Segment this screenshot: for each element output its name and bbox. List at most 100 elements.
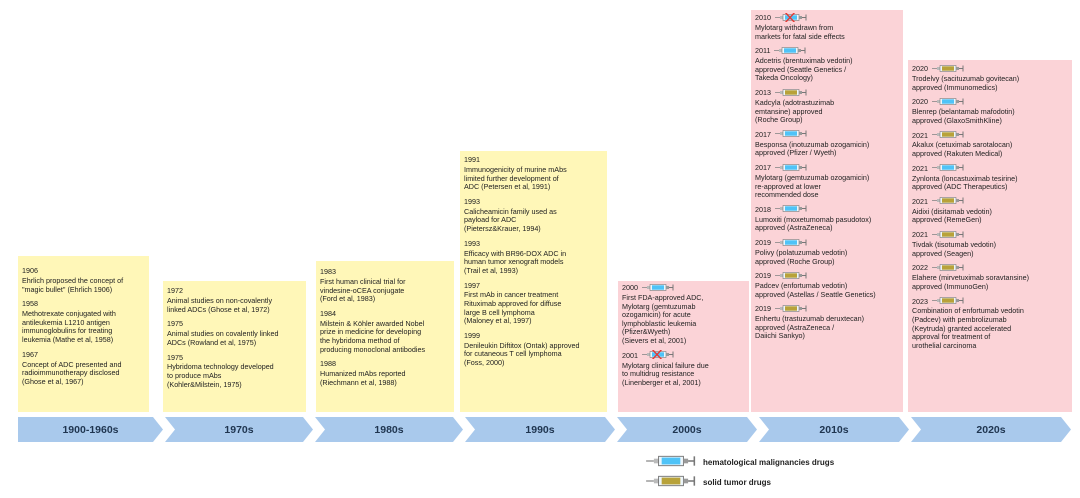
timeline-segment: 2010s: [759, 417, 909, 442]
entry-year-line: 2017: [755, 163, 899, 174]
entry-text: Animal studies on covalently linked ADCs…: [167, 329, 279, 347]
entry-text: Denileukin Diftitox (Ontak) approved for…: [464, 340, 580, 367]
entry-year: 1906: [22, 266, 38, 276]
entry-year: 2017: [755, 163, 771, 173]
entry-year-line: 2020: [912, 97, 1068, 108]
entry-year-line: 1975: [167, 319, 302, 330]
entry-text: Combination of enfortumab vedotin (Padce…: [912, 306, 1024, 350]
syringe-icon: [775, 163, 807, 175]
timeline-entry: 2019 Polivy (polatuzumab vedotin) approv…: [755, 238, 899, 266]
timeline-segment: 2020s: [911, 417, 1071, 442]
crossed-syringe-icon: [775, 10, 807, 25]
timeline-segment: 1970s: [165, 417, 313, 442]
entry-year-line: 1958: [22, 299, 145, 310]
entry-year-line: 2010: [755, 10, 899, 25]
entry-year-line: 1997: [464, 280, 603, 291]
timeline-entry: 2020 Blenrep (belantamab mafodotin) appr…: [912, 97, 1068, 125]
entry-text: Lumoxiti (moxetumomab pasudotox) approve…: [755, 214, 872, 233]
entry-year-line: 2019: [755, 271, 899, 282]
entry-year: 2020: [912, 64, 928, 74]
entry-year: 1983: [320, 267, 336, 277]
entry-year-line: 2018: [755, 205, 899, 216]
entry-text: Mylotarg clinical failure due to multidr…: [622, 360, 709, 387]
entry-year-line: 1967: [22, 350, 145, 361]
timeline-entry: 2010 Mylotarg withdrawn from markets for…: [755, 10, 899, 41]
entry-year-line: 2019: [755, 304, 899, 315]
entry-year: 1958: [22, 299, 38, 309]
entry-year: 2020: [912, 97, 928, 107]
entry-year: 1967: [22, 349, 38, 359]
entry-year: 1988: [320, 359, 336, 369]
entry-text: Animal studies on non-covalently linked …: [167, 296, 273, 314]
entry-year-line: 2011: [755, 46, 899, 57]
period-label: 1980s: [374, 423, 404, 436]
entry-text: Zynlonta (loncastuximab tesirine) approv…: [912, 173, 1018, 192]
crossed-syringe-icon: [642, 347, 674, 362]
syringe-icon: [642, 283, 674, 295]
syringe-icon: [775, 238, 807, 250]
entry-year: 2018: [755, 204, 771, 214]
entry-year: 1997: [464, 280, 480, 290]
entry-year: 1975: [167, 319, 183, 329]
syringe-icon: [932, 296, 964, 308]
entry-year: 2021: [912, 196, 928, 206]
entry-text: Blenrep (belantamab mafodotin) approved …: [912, 107, 1015, 125]
timeline-entry: 2019 Enhertu (trastuzumab deruxtecan) ap…: [755, 304, 899, 341]
entry-text: Tivdak (tisotumab vedotin) approved (Sea…: [912, 239, 997, 258]
entry-year: 2013: [755, 88, 771, 98]
period-label: 2000s: [672, 423, 702, 436]
entry-year-line: 2023: [912, 296, 1068, 307]
period-label: 1970s: [224, 423, 254, 436]
entry-text: Polivy (polatuzumab vedotin) approved (R…: [755, 247, 848, 266]
entry-text: Padcev (enfortumab vedotin) approved (As…: [755, 281, 876, 299]
entry-text: Humanized mAbs reported (Riechmann et al…: [320, 369, 406, 387]
timeline-entry: 2021 Aidixi (disitamab vedotin) approved…: [912, 197, 1068, 225]
entry-year: 2019: [755, 271, 771, 281]
entry-year-line: 1975: [167, 352, 302, 363]
timeline-segment: 1980s: [315, 417, 463, 442]
syringe-icon: [775, 271, 807, 283]
entry-year-line: 2013: [755, 88, 899, 99]
timeline-entry: 2023 Combination of enfortumab vedotin (…: [912, 296, 1068, 350]
entry-year: 1993: [464, 196, 480, 206]
syringe-icon: [645, 454, 697, 470]
entry-year: 2019: [755, 238, 771, 248]
entry-year-line: 2001: [622, 347, 745, 362]
entry-text: Enhertu (trastuzumab deruxtecan) approve…: [755, 314, 865, 341]
syringe-icon: [775, 88, 807, 100]
entry-year: 1993: [464, 238, 480, 248]
entry-text: Hybridoma technology developed to produc…: [167, 362, 274, 389]
entry-year: 1999: [464, 330, 480, 340]
syringe-icon: [775, 304, 807, 316]
legend-item-heme: hematological malignancies drugs: [645, 452, 834, 472]
period-label: 2020s: [976, 423, 1006, 436]
entry-year: 2021: [912, 163, 928, 173]
entry-text: Besponsa (inotuzumab ozogamicin) approve…: [755, 139, 870, 158]
timeline-segment: 2000s: [617, 417, 757, 442]
syringe-icon: [932, 230, 964, 242]
entry-year-line: 1993: [464, 239, 603, 250]
syringe-icon: [932, 130, 964, 142]
timeline-segment: 1900-1960s: [18, 417, 163, 442]
entry-text: First human clinical trial for vindesine…: [320, 277, 406, 304]
timeline-entry: 2021 Tivdak (tisotumab vedotin) approved…: [912, 230, 1068, 258]
period-box-2000s: 2000 First FDA-approved ADC, Mylotarg (g…: [618, 281, 749, 412]
period-box-2010s: 2010 Mylotarg withdrawn from markets for…: [751, 10, 903, 412]
entry-text: Calicheamicin family used as payload for…: [464, 206, 557, 233]
entry-year-line: 1906: [22, 266, 145, 277]
entry-year: 2021: [912, 230, 928, 240]
period-label: 2010s: [819, 423, 849, 436]
timeline-entry: 2022 Elahere (mirvetuximab soravtansine)…: [912, 263, 1068, 291]
legend-item-solid: solid tumor drugs: [645, 472, 834, 492]
timeline-arrow: 1900-1960s 1970s 1980s 1990s 2000s 2010s…: [18, 417, 1076, 442]
entry-year-line: 2021: [912, 164, 1068, 175]
